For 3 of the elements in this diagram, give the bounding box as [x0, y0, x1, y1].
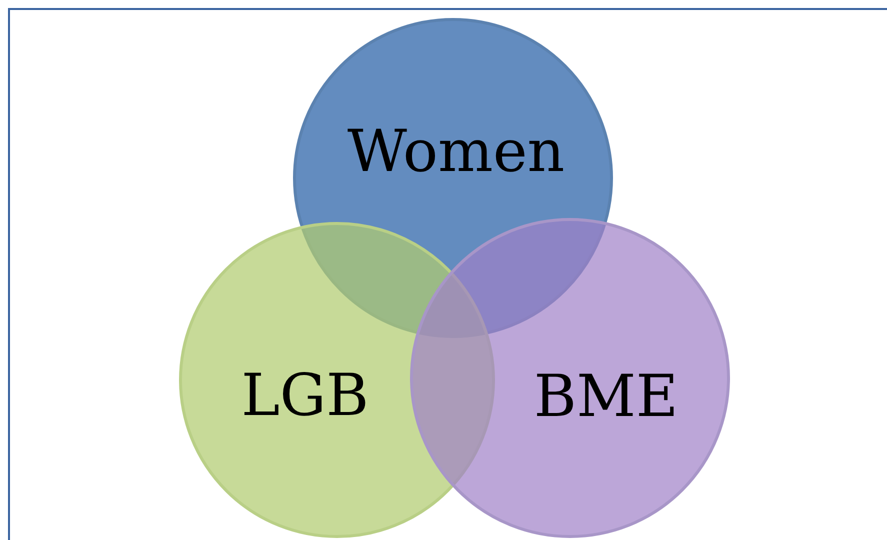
circle-label: BME — [534, 367, 678, 425]
circle-label: Women — [347, 122, 565, 180]
circle-label: LGB — [241, 366, 369, 424]
